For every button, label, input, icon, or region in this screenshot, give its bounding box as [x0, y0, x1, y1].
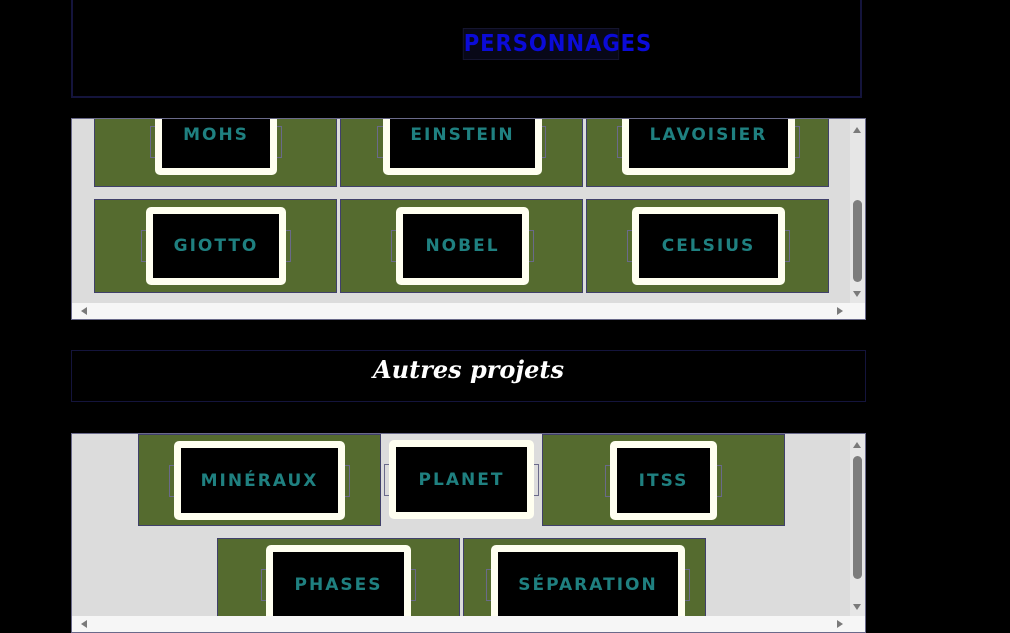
section-title: Autres projets — [373, 355, 564, 384]
tile-mineraux: MINÉRAUX — [138, 434, 381, 526]
character-button-einstein[interactable]: EINSTEIN — [383, 119, 542, 175]
vertical-scrollbar[interactable] — [850, 119, 865, 303]
scroll-up-arrow-icon[interactable] — [853, 442, 861, 448]
scroll-thumb[interactable] — [853, 456, 862, 579]
tile-itss: ITSS — [542, 434, 785, 526]
project-button-phases[interactable]: PHASES — [266, 545, 411, 624]
tile-celsius: CELSIUS — [586, 199, 829, 293]
scroll-right-arrow-icon[interactable] — [837, 307, 843, 315]
project-button-itss[interactable]: ITSS — [610, 441, 717, 520]
other-projects-header: Autres projets — [71, 350, 866, 402]
tile-giotto: GIOTTO — [94, 199, 337, 293]
scroll-right-arrow-icon[interactable] — [837, 620, 843, 628]
character-button-mohs[interactable]: MOHS — [155, 119, 277, 175]
character-button-nobel[interactable]: NOBEL — [396, 207, 529, 285]
scroll-left-arrow-icon[interactable] — [81, 620, 87, 628]
scroll-down-arrow-icon[interactable] — [853, 604, 861, 610]
scroll-thumb[interactable] — [853, 200, 862, 282]
tile-nobel: NOBEL — [340, 199, 583, 293]
character-button-celsius[interactable]: CELSIUS — [632, 207, 785, 285]
horizontal-scrollbar[interactable] — [72, 616, 865, 632]
character-button-lavoisier[interactable]: LAVOISIER — [622, 119, 795, 175]
page-title: PERSONNAGES — [462, 28, 651, 60]
tile-lavoisier: LAVOISIER — [586, 119, 829, 187]
scroll-down-arrow-icon[interactable] — [853, 291, 861, 297]
tile-mohs: MOHS — [94, 119, 337, 187]
projects-panel[interactable]: MINÉRAUX PLANET ITSS PHASES SÉPARATION — [71, 433, 866, 633]
characters-panel[interactable]: MOHS EINSTEIN LAVOISIER GIOTTO NOBEL CEL… — [71, 118, 866, 320]
header-box: PERSONNAGES — [71, 0, 862, 98]
project-button-separation[interactable]: SÉPARATION — [491, 545, 685, 624]
scroll-left-arrow-icon[interactable] — [81, 307, 87, 315]
tile-einstein: EINSTEIN — [340, 119, 583, 187]
vertical-scrollbar[interactable] — [850, 434, 865, 616]
horizontal-scrollbar[interactable] — [72, 303, 865, 319]
project-button-mineraux[interactable]: MINÉRAUX — [174, 441, 345, 520]
scroll-up-arrow-icon[interactable] — [853, 127, 861, 133]
project-button-planet[interactable]: PLANET — [389, 440, 534, 519]
character-button-giotto[interactable]: GIOTTO — [146, 207, 286, 285]
